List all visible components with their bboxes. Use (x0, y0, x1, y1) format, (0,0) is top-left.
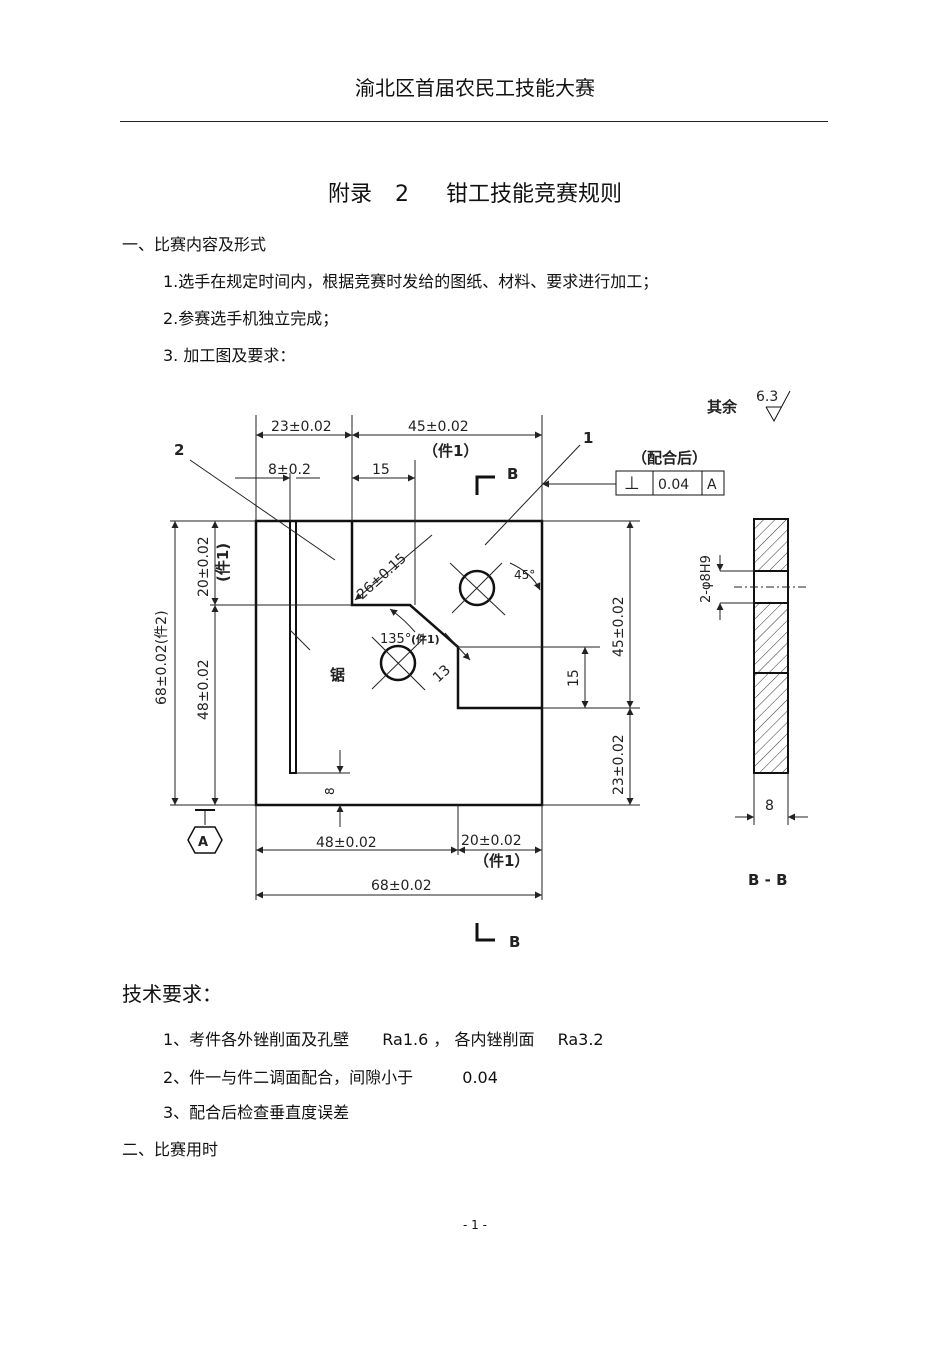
dim-part1-small: (件1) (411, 632, 440, 646)
dim-part1-note-top: （件1） (423, 442, 478, 460)
tech-item-3: 3、配合后检查垂直度误差 (163, 1103, 350, 1122)
section-label-bottom: B (509, 933, 520, 951)
doc-title-prefix: 附录 (327, 182, 372, 207)
header-divider (120, 121, 828, 122)
fit-note: （配合后） (632, 449, 707, 467)
tech-item-1: 1、考件各外锉削面及孔壁 Ra1.6 ， 各内锉削面 Ra3.2 (163, 1030, 604, 1049)
perpendicularity-icon: ⊥ (624, 473, 640, 494)
thickness-8: 8 (765, 798, 774, 814)
part2-label: 2 (174, 441, 184, 459)
doc-title-name: 钳工技能竞赛规则 (446, 182, 623, 207)
engineering-drawing: 其余 6.3 （配合后） ⊥ 0.04 A 2 1 锯 B B B - B A … (154, 389, 808, 951)
dim-8: 8±0.2 (268, 462, 311, 478)
angle-45: 45° (514, 568, 535, 582)
dim-part1-side: (件1) (214, 543, 232, 582)
dim-20-left: 20±0.02 (196, 536, 212, 597)
section1-item-3: 3. 加工图及要求： (163, 346, 296, 365)
dim-68-bottom: 68±0.02 (371, 878, 432, 894)
dim-part1-bottom: （件1） (474, 852, 529, 870)
section1-item-1: 1.选手在规定时间内，根据竞赛时发给的图纸、材料、要求进行加工； (163, 272, 659, 291)
datum-a-symbol (187, 809, 223, 854)
roughness-value: 6.3 (756, 389, 778, 405)
section1-heading: 一、比赛内容及形式 (122, 235, 267, 254)
section2-heading: 二、比赛用时 (122, 1140, 219, 1159)
dim-48-left: 48±0.02 (196, 659, 212, 720)
roughness-icon (765, 390, 791, 423)
hole-spec: 2-φ8H9 (699, 555, 714, 603)
dim-15-top: 15 (372, 462, 390, 478)
leader-lines (189, 444, 616, 651)
dim-45-right: 45±0.02 (611, 596, 627, 657)
document-title: 附录 2 钳工技能竞赛规则 (0, 176, 950, 208)
header-title: 渝北区首届农民工技能大赛 (355, 76, 595, 100)
dim-68-left: 68±0.02(件2) (154, 610, 170, 705)
perpendicularity-frame (615, 470, 725, 496)
hole-upper (458, 569, 496, 607)
dim-23-right: 23±0.02 (611, 734, 627, 795)
section-label-top: B (507, 465, 518, 483)
roughness-label: 其余 (707, 398, 738, 416)
part1-profile (350, 521, 542, 710)
dim-45-top: 45±0.02 (408, 419, 469, 435)
part2-outline (254, 519, 544, 807)
dim-48-bottom: 48±0.02 (316, 835, 377, 851)
section-mark-bottom (475, 923, 495, 942)
section-mark-top (475, 475, 495, 495)
part1-label: 1 (583, 429, 593, 447)
extension-lines (170, 415, 640, 900)
section1-item-2: 2.参赛选手机独立完成； (163, 309, 339, 328)
dim-8-small: 8 (323, 787, 337, 795)
tolerance-value: 0.04 (658, 477, 689, 493)
dim-23: 23±0.02 (271, 419, 332, 435)
hole-centerlines (371, 562, 506, 691)
tech-item-2: 2、件一与件二调面配合，间隙小于 0.04 (163, 1068, 498, 1087)
page-number: - 1 - (463, 1218, 487, 1232)
dim-13: 13 (430, 662, 454, 686)
angle-135: 135° (380, 632, 411, 647)
datum-label: A (198, 835, 208, 850)
dimension-lines (171, 431, 634, 899)
section-bb-title: B - B (748, 871, 788, 889)
saw-label: 锯 (330, 666, 345, 684)
saw-slot (289, 521, 297, 774)
tech-requirements-heading: 技术要求： (122, 982, 222, 1006)
section-bb-view (716, 518, 808, 825)
dim-15-right: 15 (566, 669, 582, 687)
doc-title-number: 2 (395, 182, 409, 207)
hole-lower (379, 644, 417, 682)
tolerance-datum: A (707, 477, 717, 493)
dim-20-bottom: 20±0.02 (461, 833, 522, 849)
dim-26: 26±0.15 (354, 550, 410, 603)
